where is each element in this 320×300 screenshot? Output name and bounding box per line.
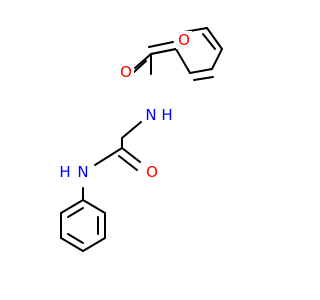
bond <box>150 48 177 55</box>
atom-label: H <box>59 163 70 181</box>
atom-h-amide-2: H <box>58 163 72 181</box>
bond <box>189 68 213 74</box>
bond <box>121 147 141 163</box>
bond <box>82 237 106 252</box>
atom-label: N <box>145 106 156 124</box>
molecule-structure: O O N H O N H <box>58 27 223 252</box>
bond <box>211 48 223 70</box>
atom-o-furan: O <box>176 31 192 49</box>
atom-label: N <box>77 163 88 181</box>
atom-label: O <box>120 63 132 81</box>
bond <box>118 155 138 171</box>
atom-label: H <box>161 106 172 124</box>
atom-h-amide-1: H <box>160 106 174 124</box>
bond <box>193 76 214 81</box>
bond <box>202 33 216 50</box>
bond <box>148 41 174 48</box>
bond <box>67 233 84 244</box>
bond <box>121 121 142 139</box>
bond <box>60 237 84 252</box>
bond <box>60 199 84 214</box>
atom-n-amide-1: N <box>143 106 159 124</box>
bond <box>94 147 123 166</box>
bond <box>133 60 147 73</box>
bond <box>175 48 191 74</box>
atom-label: O <box>146 163 158 181</box>
bond <box>134 53 152 69</box>
bond <box>67 207 84 218</box>
bond <box>82 199 106 214</box>
atom-n-amide-2: N <box>75 163 91 181</box>
bond <box>206 27 223 50</box>
atom-o-carbonyl-2: O <box>144 163 160 181</box>
atom-label: O <box>178 31 190 49</box>
molecule-drawing: O O N H O N H <box>58 27 223 252</box>
atom-o-carbonyl-1: O <box>118 63 134 81</box>
